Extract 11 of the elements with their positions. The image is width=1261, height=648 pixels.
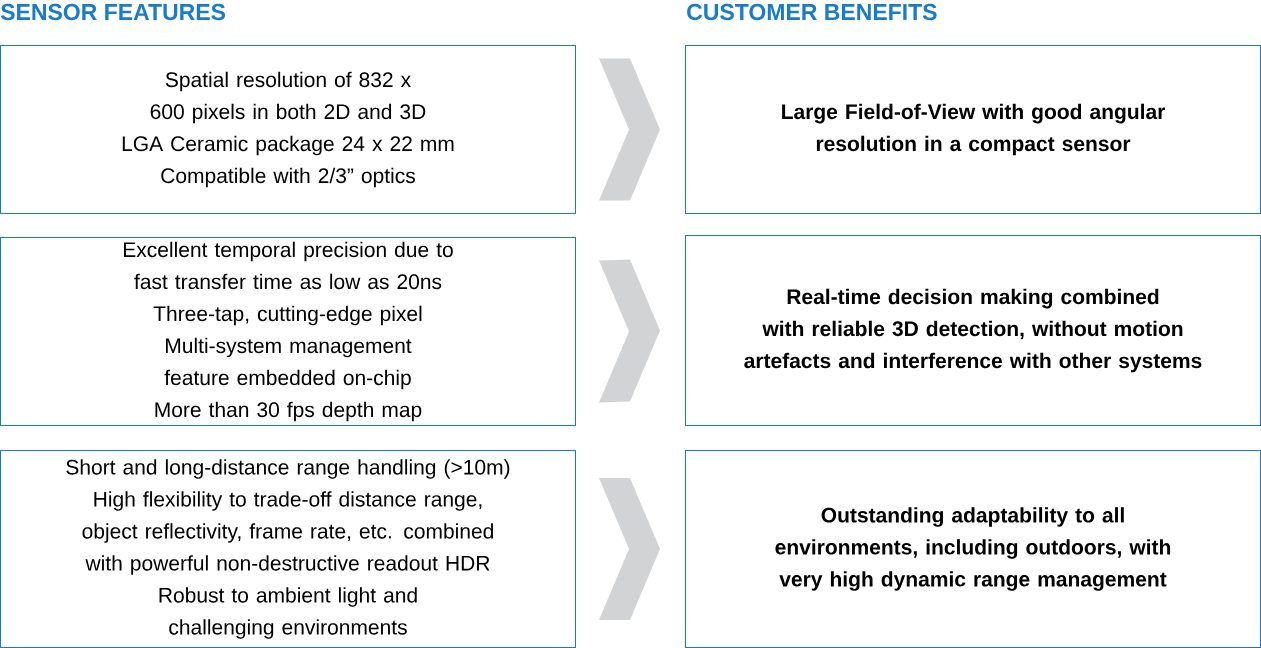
chevron-arrow xyxy=(599,478,660,620)
benefit-box: Large Field-of-View with good angular resolution in a compact sensor xyxy=(685,45,1261,214)
column-heading: CUSTOMER BENEFITS xyxy=(687,3,937,21)
feature-box: Excellent temporal precision due to fast transfer time as low as 20ns Three-tap, cutting-edge pixel Multi-system management feature embedded on-chip More than 30 fps depth map xyxy=(0,237,576,426)
chevron-arrow xyxy=(599,58,660,201)
feature-box: Spatial resolution of 832 x 600 pixels in both 2D and 3D LGA Ceramic package 24 x 22 mm Compatible with 2/3” optics xyxy=(0,45,576,214)
column-heading: SENSOR FEATURES xyxy=(0,3,226,21)
feature-box: Short and long-distance range handling (>10m) High flexibility to trade-off distance range, object reflectivity, frame rate, etc. combined with powerful non-destructive readout HDR Robust to ambient light and challenging environments xyxy=(0,450,576,648)
benefit-box: Outstanding adaptability to all environments, including outdoors, with very high dynamic range management xyxy=(685,450,1261,648)
benefit-box: Real-time decision making combined with reliable 3D detection, without motion artefacts and interference with other systems xyxy=(685,235,1261,426)
chevron-arrow xyxy=(599,259,660,403)
